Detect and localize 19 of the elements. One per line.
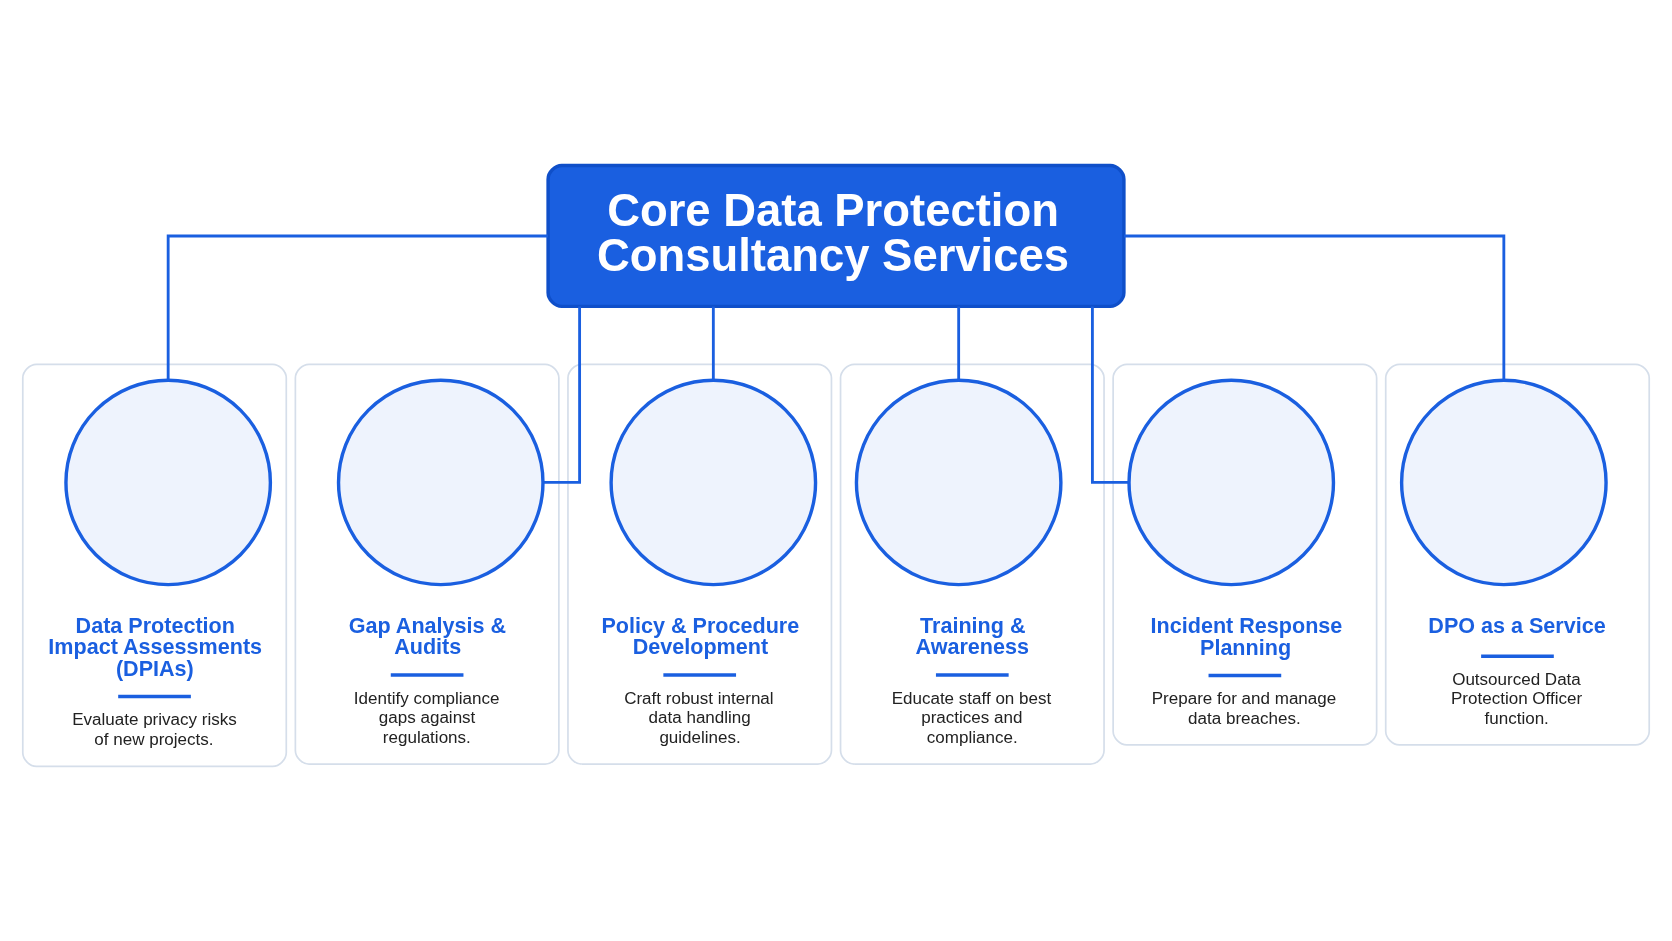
node-circle — [609, 378, 818, 587]
node-circle — [1399, 378, 1608, 587]
connector — [957, 306, 961, 381]
node-circle — [336, 378, 545, 587]
node-circle — [1127, 378, 1336, 587]
node-box: Core Data Protection Consultancy Services — [546, 163, 1126, 309]
cluster: DPO as a Service Outsourced Data Protection Officer function. — [1384, 363, 1651, 746]
cluster: Gap Analysis & Audits Identify compliance gaps against regulations. — [294, 363, 560, 765]
node-circle — [854, 378, 1063, 587]
connector — [166, 234, 548, 381]
connector — [543, 306, 581, 484]
cluster: Data Protection Impact Assessments (DPIAs) Evaluate privacy risks of new projects. — [21, 363, 288, 768]
cluster: Policy & Procedure Development Craft robust internal data handling guidelines. — [567, 363, 833, 765]
node-circle — [64, 378, 273, 587]
connector — [1091, 306, 1129, 484]
cluster: Training & Awareness Educate staff on best practices and compliance. — [839, 363, 1105, 765]
cluster: Incident Response Planning Prepare for and manage data breaches. — [1112, 363, 1378, 746]
connector — [1124, 234, 1506, 381]
connector — [711, 306, 715, 381]
